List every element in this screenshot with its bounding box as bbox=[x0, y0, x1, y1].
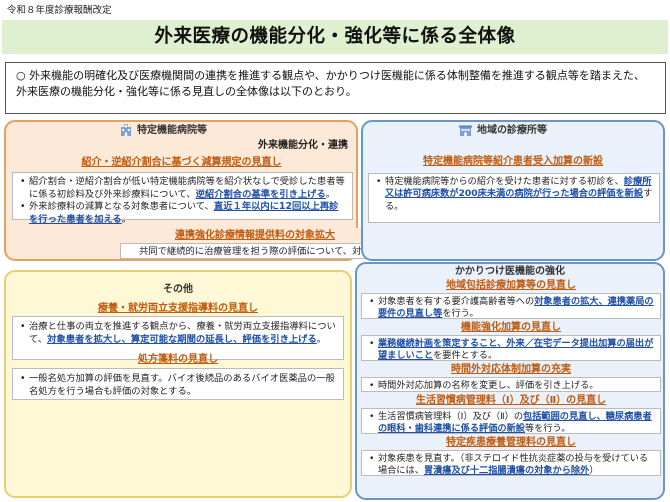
intro-box: ○ 外来機能の明確化及び医療機関間の連携を推進する観点や、かかりつけ医機能に係る… bbox=[5, 62, 666, 114]
cooperation-item-1: 共同で継続的に治療管理を担う際の評価について、対象患者と医療機関を拡大する。 bbox=[139, 246, 492, 257]
kakari-section2-item: 業務継続計画を策定すること、外来／在宅データ提出加算の届出が望ましいことを要件と… bbox=[369, 338, 654, 363]
title-band bbox=[2, 20, 668, 54]
others-section1-body: 治療と仕事の両立を推進する観点から、療養・就労両立支援指導料について、対象患者を… bbox=[12, 316, 344, 360]
kakari-section1-body: 対象患者を有する要介護高齢者等への対象患者の拡大、連携薬局の要件の見直し等を行う… bbox=[361, 293, 661, 319]
kakari-section4-title: 生活習慣病管理料（Ⅰ）及び（Ⅱ）の見直し bbox=[415, 395, 607, 406]
kakari-section5-body: 対象疾患を見直す。（非ステロイド性抗炎症薬の投与を受けている場合には、胃潰瘍及び… bbox=[361, 450, 661, 476]
kakari-section4-body: 生活習慣病管理料（Ⅰ）及び（Ⅱ）の包括範囲の見直し、糖尿病患者の眼科・歯科連携に… bbox=[361, 408, 661, 434]
others-section2-body: 一般名処方加算の評価を見直す。バイオ後続品のあるバイオ医薬品の一般名処方を行う場… bbox=[12, 368, 344, 400]
kakari-section5-item: 対象疾患を見直す。（非ステロイド性抗炎症薬の投与を受けている場合には、胃潰瘍及び… bbox=[369, 453, 654, 478]
referral-addon-title: 特定機能病院等紹介患者受入加算の新設 bbox=[423, 156, 603, 167]
kakari-section5-title: 特定疾患療養管理料の見直し bbox=[446, 437, 576, 448]
fiscal-year-label: 令和８年度診療報酬改定 bbox=[7, 5, 112, 16]
referral-item-1: 紹介割合・逆紹介割合が低い特定機能病院等を紹介状なしで受診した患者等に係る初診料… bbox=[20, 176, 346, 201]
kakari-section3-body: 時間外対応加算の名称を変更し、評価を引き上げる。 bbox=[361, 377, 661, 393]
hospital-icon bbox=[121, 124, 131, 136]
intro-marker: ○ bbox=[16, 69, 26, 82]
others-section2-title: 処方箋料の見直し bbox=[138, 354, 218, 365]
specific-hospitals-label: 特定機能病院等 bbox=[137, 125, 207, 136]
others-section1-title: 療養・就労両立支援指導料の見直し bbox=[98, 303, 258, 314]
kakari-section3-title: 時間外対応体制加算の充実 bbox=[451, 364, 571, 375]
kakaritsuke-label: かかりつけ医機能の強化 bbox=[454, 266, 566, 277]
kakari-section1-item: 対象患者を有する要介護高齢者等への対象患者の拡大、連携薬局の要件の見直し等を行う… bbox=[369, 296, 654, 321]
kakari-section1-title: 地域包括診療加算等の見直し bbox=[446, 280, 576, 291]
referral-section-body: 紹介割合・逆紹介割合が低い特定機能病院等を紹介状なしで受診した患者等に係る初診料… bbox=[12, 172, 353, 225]
intro-text: 外来機能の明確化及び医療機関間の連携を推進する観点や、かかりつけ医機能に係る体制… bbox=[16, 69, 645, 98]
clinic-icon bbox=[459, 125, 472, 136]
others-label: その他 bbox=[163, 284, 193, 295]
others-section2-item: 一般名処方加算の評価を見直す。バイオ後続品のあるバイオ医薬品の一般名処方を行う場… bbox=[20, 372, 337, 398]
referral-item-2: 外来診療料の減算となる対象患者について、直近１年以内に12回以上再診を行った患者… bbox=[20, 201, 346, 226]
cooperation-section-title: 連携強化診療情報提供料の対象拡大 bbox=[120, 228, 390, 243]
others-section1-item: 治療と仕事の両立を推進する観点から、療養・就労両立支援指導料について、対象患者を… bbox=[20, 320, 337, 346]
kakari-section3-item: 時間外対応加算の名称を変更し、評価を引き上げる。 bbox=[369, 380, 654, 393]
kakari-section2-title: 機能強化加算の見直し bbox=[461, 322, 561, 333]
referral-section-title: 紹介・逆紹介割合に基づく減算規定の見直し bbox=[81, 157, 282, 168]
kakari-section4-item: 生活習慣病管理料（Ⅰ）及び（Ⅱ）の包括範囲の見直し、糖尿病患者の眼科・歯科連携に… bbox=[369, 411, 654, 436]
kakari-section2-body: 業務継続計画を策定すること、外来／在宅データ提出加算の届出が望ましいことを要件と… bbox=[361, 335, 661, 361]
referral-addon-item-1: 特定機能病院等からの紹介を受けた患者に対する初診を、診療所又は許可病床数が200… bbox=[376, 176, 653, 213]
function-division-label: 外来機能分化・連携 bbox=[258, 140, 348, 151]
referral-addon-body: 特定機能病院等からの紹介を受けた患者に対する初診を、診療所又は許可病床数が200… bbox=[368, 173, 660, 223]
page-title: 外来医療の機能分化・強化等に係る全体像 bbox=[154, 26, 516, 47]
regional-clinics-label: 地域の診療所等 bbox=[477, 125, 547, 136]
